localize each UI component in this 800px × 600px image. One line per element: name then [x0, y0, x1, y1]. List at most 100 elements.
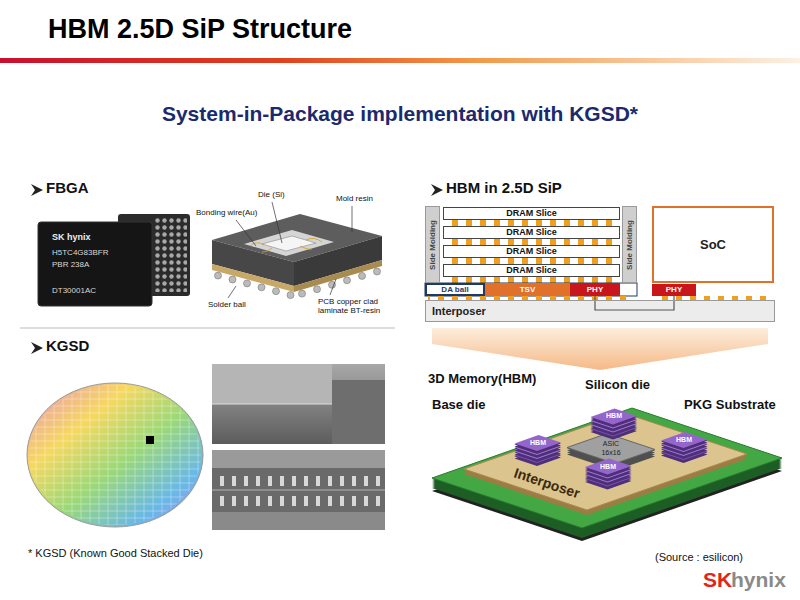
signal-wire [595, 296, 674, 310]
illustration-part [212, 364, 385, 444]
node-text: DRAM Slice [506, 209, 557, 218]
soc-box: SoC [652, 206, 774, 283]
illustration-part [272, 202, 282, 243]
node-text: DRAM Slice [506, 266, 557, 275]
base-die-block: TSV [485, 283, 570, 296]
illustration-part [258, 284, 265, 291]
chip-label: HBM [600, 463, 616, 471]
illustration-part [300, 246, 312, 249]
down-arrow [432, 328, 768, 370]
node-text: Side Molding [429, 220, 437, 270]
wafer [27, 383, 203, 527]
logo-text: hynix [731, 568, 786, 592]
node-text: DRAM Slice [506, 228, 557, 237]
illustration-part [216, 476, 381, 486]
illustration-part [374, 268, 381, 275]
chip-label: ASIC [603, 440, 619, 448]
illustration-part [215, 268, 381, 299]
illustration-part [244, 280, 251, 287]
part-label: Bonding wire(Au) [196, 208, 257, 217]
illustration-part [229, 276, 236, 283]
illustration-part [352, 206, 353, 232]
sip-3d-view [432, 408, 782, 541]
node-text: DA ball [441, 286, 468, 294]
illustration-part [262, 236, 316, 251]
part-label: PCB copper clad laminate BT-resin [318, 297, 392, 315]
node-text: TSV [520, 286, 536, 294]
illustration-part [515, 410, 708, 476]
illustration-part [273, 288, 280, 295]
phy-block: PHY [570, 283, 620, 296]
illustration-part [31, 184, 43, 196]
fbga-chip-photo [38, 214, 190, 306]
base-die-block: DA ball [425, 283, 485, 296]
illustration-part [262, 248, 272, 252]
side-molding: Side Molding [622, 206, 637, 283]
illustration-part [27, 383, 203, 527]
dram-slice: DRAM Slice [443, 264, 620, 277]
node-text: PHY [587, 286, 603, 294]
node-text: Side Molding [626, 220, 634, 270]
node-text: DRAM Slice [506, 247, 557, 256]
illustration-part [431, 184, 443, 196]
section-heading: HBM in 2.5D SiP [446, 179, 562, 196]
section-divider [20, 328, 395, 329]
chip-marking: DT30001AC [52, 286, 96, 295]
illustration-part [212, 512, 385, 530]
part-label: Silicon die [585, 378, 650, 393]
illustration-part [212, 450, 385, 530]
dram-slice: DRAM Slice [443, 207, 620, 220]
node-text: PHY [666, 286, 682, 294]
illustration-part [29, 385, 201, 525]
section-heading: FBGA [46, 179, 89, 196]
chip-label: 16x16 [601, 449, 620, 457]
illustration-part [314, 286, 321, 293]
illustration-part [215, 272, 222, 279]
illustration-part [228, 286, 236, 298]
illustration-part [212, 404, 332, 405]
part-label: Die (Si) [258, 190, 285, 199]
illustration-part [155, 218, 187, 292]
sem-images [212, 364, 385, 530]
chip-label: HBM [606, 412, 622, 420]
illustration-part [250, 238, 322, 252]
illustration-part [216, 496, 381, 506]
illustration-part [236, 220, 256, 246]
chip-label: HBM [530, 439, 546, 447]
illustration-part [425, 283, 637, 296]
illustration-part [332, 380, 385, 444]
illustration-part [359, 272, 366, 279]
part-label: PKG Substrate [684, 398, 776, 413]
logo-text: SK [703, 568, 732, 592]
illustration-part [287, 292, 294, 299]
dram-slice: DRAM Slice [443, 245, 620, 258]
illustration-part [515, 409, 708, 475]
illustration-part [38, 222, 152, 306]
header-bar [0, 58, 800, 63]
illustration-part [146, 436, 154, 444]
illustration-part [330, 279, 336, 295]
part-label: Solder ball [208, 300, 246, 309]
subtitle: System-in-Package implementation with KG… [0, 102, 800, 126]
dram-slice: DRAM Slice [443, 226, 620, 239]
illustration-part [432, 408, 782, 528]
part-label: Mold resin [336, 194, 373, 203]
part-label: Base die [432, 398, 485, 413]
node-text: SoC [700, 238, 726, 251]
illustration-part [306, 238, 322, 242]
illustration-part [299, 290, 306, 297]
chip-marking: SK hynix [52, 232, 91, 242]
node-text: Interposer [432, 306, 486, 317]
chip-marking: H5TC4G83BFR [52, 248, 108, 257]
illustration-part [212, 450, 385, 468]
source-note: (Source : esilicon) [655, 551, 743, 564]
footnote: * KGSD (Known Good Stacked Die) [28, 547, 203, 560]
interposer-box: Interposer [425, 300, 775, 322]
illustration-part [250, 243, 264, 246]
illustration-part [212, 490, 385, 491]
chip-label: HBM [676, 436, 692, 444]
slide-title: HBM 2.5D SiP Structure [48, 14, 352, 45]
illustration-part [244, 230, 334, 256]
section-heading: KGSD [46, 337, 89, 354]
